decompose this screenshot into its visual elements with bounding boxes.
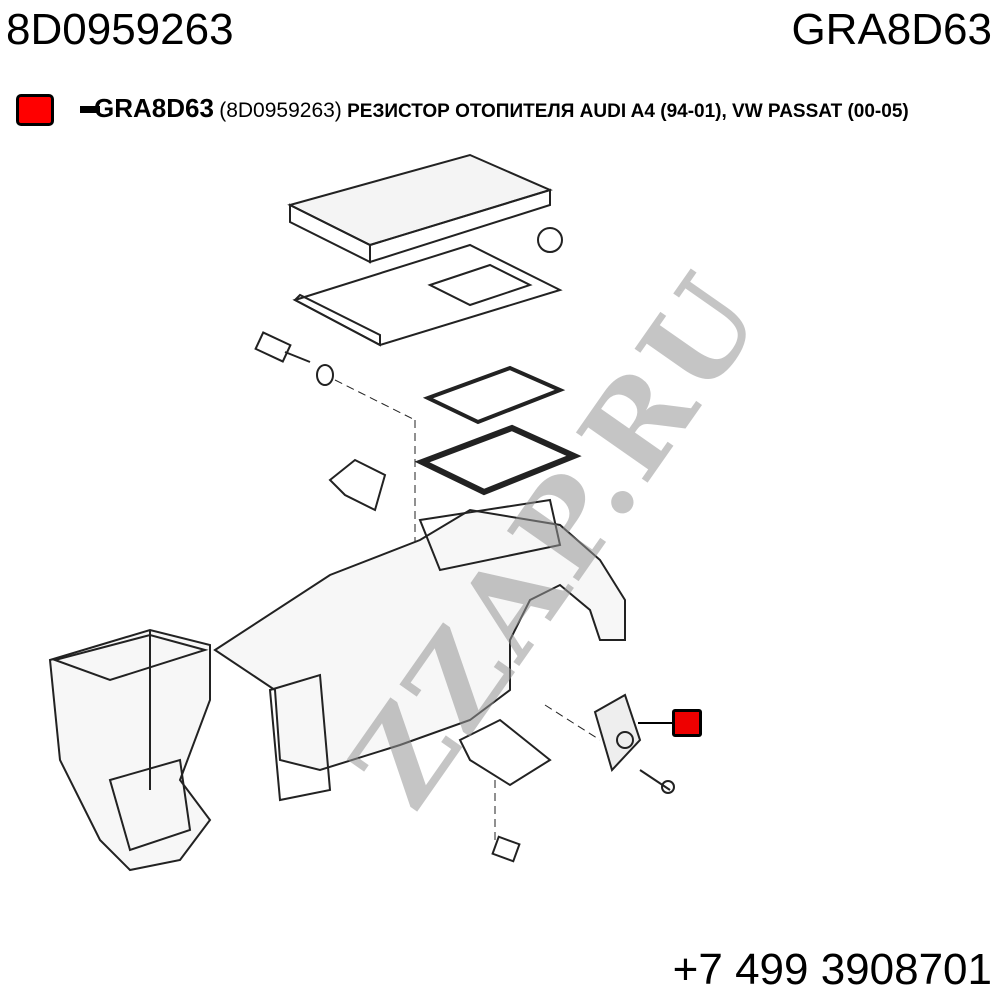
filter-frame <box>292 243 563 347</box>
nut <box>537 227 563 253</box>
heater-resistor <box>544 693 675 794</box>
gaskets <box>414 365 582 496</box>
brand-code: GRA8D63 <box>791 5 992 54</box>
oem-number: 8D0959263 <box>6 5 234 54</box>
heater-housing <box>48 498 626 872</box>
legend-dash <box>80 106 100 113</box>
phone-number: +7 499 3908701 <box>672 945 992 994</box>
part-marker-resistor[interactable] <box>672 709 702 737</box>
bracket <box>458 718 552 863</box>
legend-oem: (8D0959263) <box>219 99 342 122</box>
legend-color-swatch <box>16 94 54 126</box>
legend-description: РЕЗИСТОР ОТОПИТЕЛЯ AUDI A4 (94-01), VW P… <box>347 101 909 122</box>
bolt <box>254 331 334 386</box>
cabin-filter <box>287 153 553 264</box>
legend-code: GRA8D63 <box>94 93 214 123</box>
legend-text: GRA8D63 (8D0959263) РЕЗИСТОР ОТОПИТЕЛЯ A… <box>94 94 954 126</box>
clip <box>328 458 387 512</box>
